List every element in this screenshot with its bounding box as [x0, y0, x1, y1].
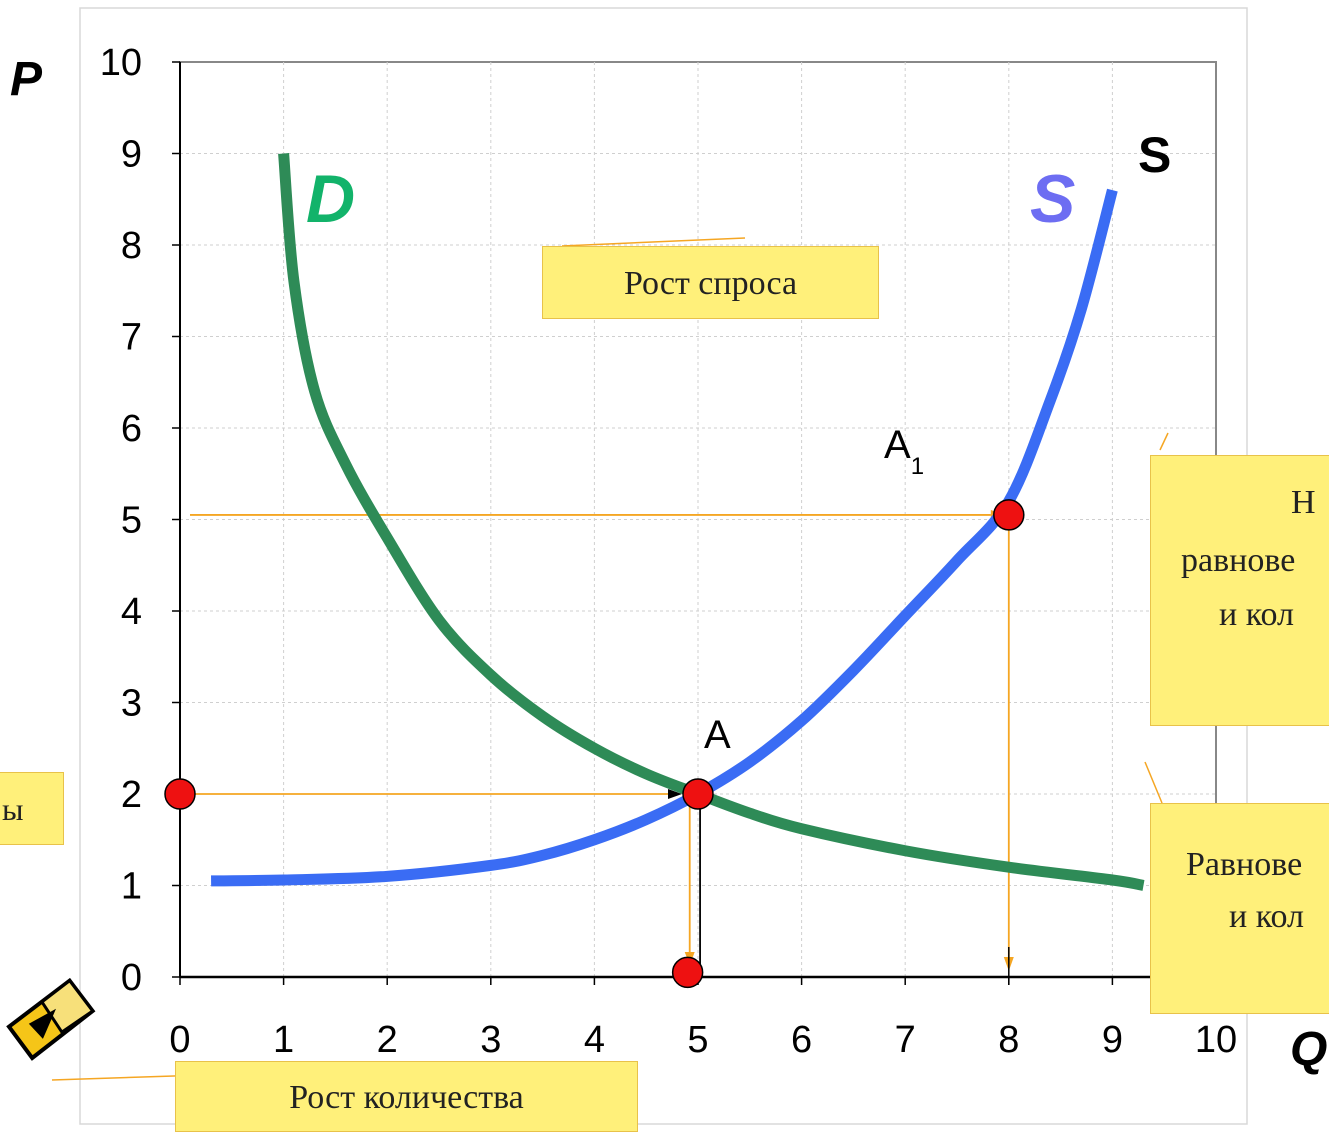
callout-demand-growth: Рост спроса: [542, 246, 879, 319]
x-tick-label: 5: [687, 1019, 708, 1061]
new-eq-line-1: Н: [1291, 484, 1316, 521]
data-point: [671, 956, 704, 989]
y-tick-labels: 0 1 2 3 4 5 6 7 8 9 10: [100, 42, 142, 999]
curve-d: [278, 153, 1145, 891]
callout-new-equilibrium: Н равнове и кол: [1150, 455, 1329, 726]
y-tick-label: 6: [121, 408, 142, 450]
callout-demand-growth-text: Рост спроса: [623, 265, 798, 302]
demand-curve-label: D: [306, 161, 355, 237]
data-point: [993, 499, 1025, 531]
left-fragment-text: ы: [2, 791, 24, 827]
callout-left-fragment: ы: [0, 772, 64, 845]
x-tick-label: 2: [377, 1019, 398, 1061]
point-a1-label: A1: [884, 423, 924, 480]
leader-demand: [561, 237, 746, 247]
guide-arrow-price-old: [668, 789, 682, 799]
y-tick-label: 2: [121, 774, 142, 816]
curves: [211, 153, 1145, 891]
pencil-icon: [6, 977, 96, 1061]
y-tick-label: 4: [121, 591, 142, 633]
x-axis-title: Q: [1290, 1023, 1327, 1076]
x-tick-label: 10: [1195, 1019, 1237, 1061]
supply-curve-label: S: [1030, 161, 1075, 237]
data-point: [682, 778, 714, 810]
y-tick-label: 7: [121, 317, 142, 359]
leader-new-eq: [1159, 432, 1169, 451]
new-eq-line-3: и кол: [1219, 596, 1295, 633]
y-tick-label: 10: [100, 42, 142, 84]
eq-line-2: и кол: [1229, 898, 1305, 935]
x-tick-label: 9: [1102, 1019, 1123, 1061]
x-tick-label: 6: [791, 1019, 812, 1061]
leader-eq: [1144, 761, 1163, 804]
y-tick-label: 9: [121, 134, 142, 176]
callout-quantity-growth: Рост количества: [175, 1061, 638, 1132]
supply-outer-label: S: [1138, 127, 1171, 183]
x-tick-label: 7: [895, 1019, 916, 1061]
callout-quantity-growth-text: Рост количества: [289, 1079, 524, 1116]
y-tick-label: 3: [121, 683, 142, 725]
x-tick-label: 4: [584, 1019, 605, 1061]
eq-line-1: Равнове: [1186, 846, 1303, 883]
x-tick-label: 8: [998, 1019, 1019, 1061]
x-tick-labels: 0 1 2 3 4 5 6 7 8 9 10: [169, 1019, 1237, 1061]
equilibrium-points: [164, 499, 1025, 989]
y-tick-label: 8: [121, 225, 142, 267]
x-tick-label: 1: [273, 1019, 294, 1061]
y-tick-label: 0: [121, 957, 142, 999]
x-tick-label: 0: [169, 1019, 190, 1061]
y-tick-label: 1: [121, 866, 142, 908]
y-tick-label: 5: [121, 500, 142, 542]
new-eq-line-2: равнове: [1181, 542, 1296, 579]
curve-s: [211, 188, 1118, 887]
data-point: [164, 778, 196, 810]
y-axis-title: P: [10, 53, 43, 106]
callout-equilibrium: Равнове и кол: [1150, 803, 1329, 1014]
point-a-label: A: [704, 713, 731, 757]
x-tick-label: 3: [480, 1019, 501, 1061]
